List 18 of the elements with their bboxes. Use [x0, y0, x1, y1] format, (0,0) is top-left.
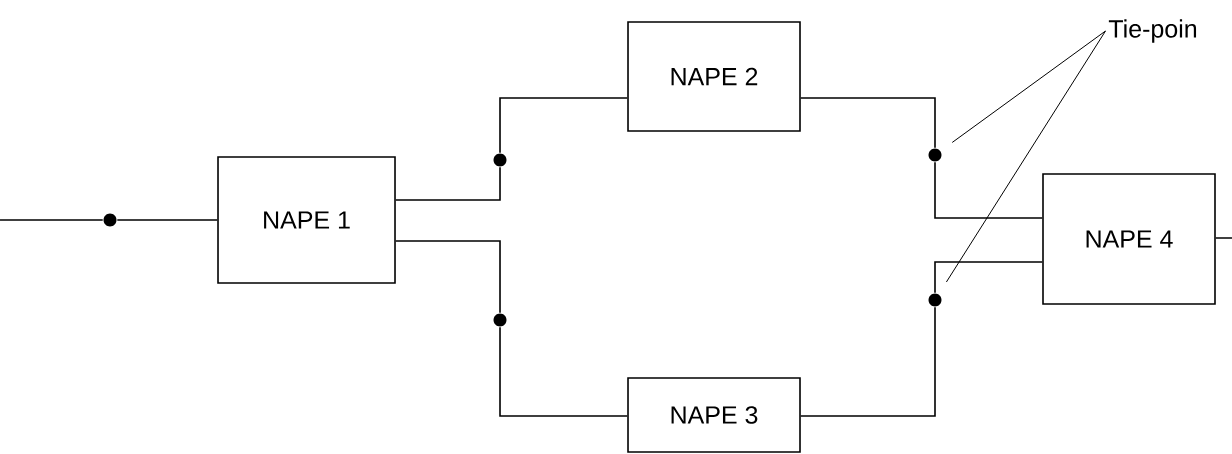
callout-label: Tie-poin	[1108, 19, 1197, 43]
connector-line	[499, 97, 628, 154]
connector-line	[395, 166, 501, 201]
connector-line	[934, 161, 1043, 219]
leader-line	[945, 30, 1106, 283]
leader-line	[951, 30, 1106, 143]
connector-line	[800, 97, 936, 149]
connector-line	[395, 240, 501, 314]
connector-line	[1215, 237, 1232, 239]
connector-line	[800, 306, 936, 417]
process-box: NAPE 2	[627, 21, 801, 132]
connector-line	[499, 326, 628, 417]
connector-line	[116, 219, 218, 221]
process-box: NAPE 3	[627, 377, 801, 453]
connector-line	[0, 219, 104, 221]
process-box: NAPE 1	[217, 156, 396, 284]
connector-line	[934, 261, 1043, 294]
process-box: NAPE 4	[1042, 173, 1216, 305]
